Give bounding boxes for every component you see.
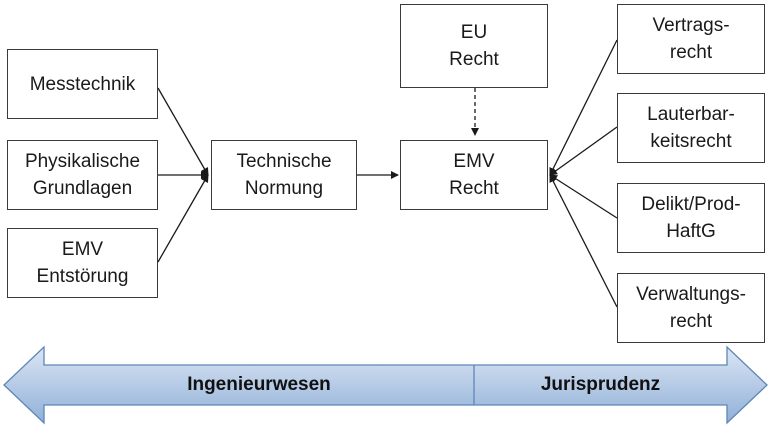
box-label: EMV Entstörung <box>36 239 129 287</box>
box-eu-recht: EU Recht <box>400 4 548 88</box>
box-physikalische-grundlagen: Physikalische Grundlagen <box>7 140 158 210</box>
box-label: Technische Normung <box>236 151 332 199</box>
box-label: Verwaltungs- recht <box>636 284 746 332</box>
box-verwaltungsrecht: Verwaltungs- recht <box>617 273 765 343</box>
box-label: Delikt/Prod- HaftG <box>641 194 741 242</box>
connector-lauterbarkeitsrecht <box>549 126 618 176</box>
box-emv-recht: EMV Recht <box>400 140 548 210</box>
box-label: Physikalische Grundlagen <box>24 151 141 199</box>
label-ingenieurwesen: Ingenieurwesen <box>187 374 331 395</box>
box-messtechnik: Messtechnik <box>7 49 158 119</box>
box-label: EMV Recht <box>449 151 499 199</box>
box-emv-entstoerung: EMV Entstörung <box>7 228 158 298</box>
connector-verwaltungsrecht <box>549 174 618 308</box>
connector-delikt <box>549 174 618 219</box>
box-vertragsrecht: Vertrags- recht <box>617 4 765 74</box>
label-jurisprudenz: Jurisprudenz <box>540 374 661 395</box>
box-label: EU Recht <box>449 22 499 70</box>
connector-messtechnik <box>157 87 209 176</box>
box-lauterbarkeitsrecht: Lauterbar- keitsrecht <box>617 93 765 163</box>
connector-vertragsrecht <box>549 39 618 176</box>
connector-emv-entstoerung <box>157 174 209 263</box>
box-technische-normung: Technische Normung <box>211 140 357 210</box>
double-arrow-shape <box>3 345 768 425</box>
box-label: Vertrags- recht <box>652 15 730 63</box>
box-label: Lauterbar- keitsrecht <box>647 104 735 152</box>
box-label: Messtechnik <box>29 73 136 95</box>
box-delikt-prodhaftg: Delikt/Prod- HaftG <box>617 183 765 253</box>
